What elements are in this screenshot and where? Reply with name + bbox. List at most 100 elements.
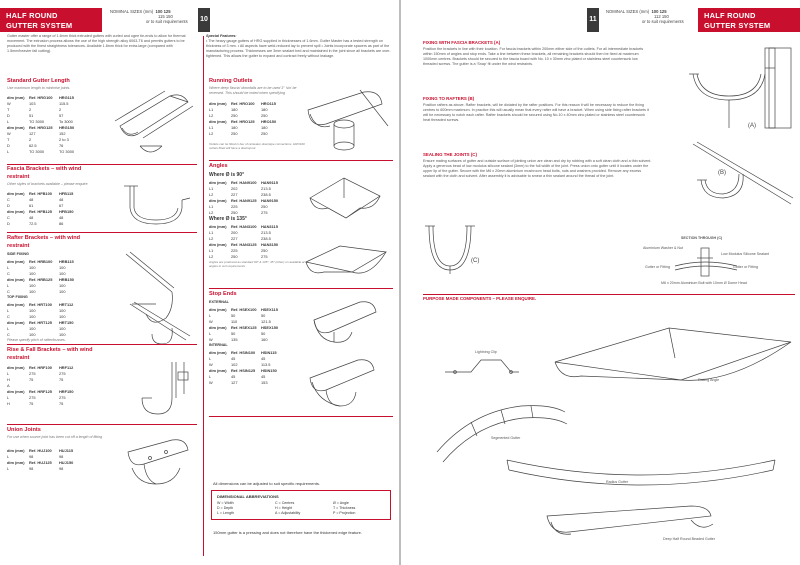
spec-cell: Ref. HRT125: [29, 319, 52, 325]
spec-cell: Ref. HRO100: [231, 100, 255, 106]
outlets-subtitle: Where deep 'fascia' downfalls are to be …: [209, 86, 297, 95]
intro-text: Gutter master offer a range of 1.6mm thi…: [7, 34, 186, 53]
label-a: (A): [748, 123, 756, 129]
spec-cell: H: [7, 376, 10, 382]
rafter-note: Please specify pitch of rafter/trusses.: [7, 338, 66, 342]
spec-cell: 86: [59, 220, 64, 226]
spec-cell: Ref. HRT100: [29, 301, 52, 307]
spec-cell: HRB150: [59, 276, 74, 282]
spec-cell: 45: [231, 373, 236, 379]
spec-cell: dim (mm): [209, 306, 227, 312]
spec-cell: HFB150: [59, 208, 74, 214]
spec-cell: D: [7, 202, 10, 208]
abbreviation-item: C = Centres: [275, 501, 295, 505]
spec-cell: 225: [231, 203, 238, 209]
spec-cell: Ref. HAN3125: [231, 241, 257, 247]
right-page-number: 11: [587, 8, 599, 32]
stop-ends-external: EXTERNAL: [209, 300, 229, 304]
spec-cell: 62.5: [29, 142, 37, 148]
spec-cell: 75: [29, 376, 34, 382]
spec-cell: dim (mm): [209, 223, 227, 229]
spec-cell: Ref. HFB100: [29, 190, 52, 196]
spec-cell: dim (mm): [7, 276, 25, 282]
spec-cell: Ref. HRG100: [29, 94, 53, 100]
spec-cell: L2: [209, 235, 214, 241]
spec-cell: HSEX115: [261, 306, 278, 312]
spec-cell: 57: [59, 112, 64, 118]
spec-cell: 275: [59, 370, 66, 376]
spec-cell: 100: [59, 270, 66, 276]
section-callout-3: Gutter or Fitting: [645, 265, 670, 269]
spec-cell: T: [7, 136, 10, 142]
spec-cell: dim (mm): [7, 208, 25, 214]
section-callout-5: M6 x 20mm Aluminium Bolt with 10mm Ø Dom…: [661, 281, 747, 285]
outlets-title: Running Outlets: [209, 78, 253, 84]
spec-cell: 275: [261, 209, 268, 215]
internal-stop-end-drawing: [300, 352, 394, 414]
spec-cell: 100: [59, 325, 66, 331]
gutter-length-subtitle: Use maximum length to minimise joints.: [7, 86, 71, 90]
right-sizes-row2: 112 150: [654, 14, 669, 19]
spec-cell: 45: [261, 355, 266, 361]
sizes-row2: 115 150: [158, 14, 173, 19]
spec-cell: L2: [209, 253, 214, 259]
spec-cell: D: [7, 112, 10, 118]
spec-cell: W: [209, 361, 213, 367]
spec-cell: HUJ150: [59, 459, 74, 465]
spec-cell: C: [7, 288, 10, 294]
spec-cell: 110: [231, 318, 238, 324]
spec-cell: C: [7, 214, 10, 220]
spec-cell: HRT150: [59, 319, 74, 325]
spec-cell: 275: [261, 253, 268, 259]
abbreviation-item: H = Height: [275, 506, 293, 510]
top-fixing-label: TOP FIXING: [7, 295, 28, 299]
spec-cell: 100: [59, 307, 66, 313]
spec-cell: 76: [59, 142, 64, 148]
union-title: Union Joints: [7, 427, 41, 433]
radius-gutter-label: Radius Gutter: [606, 480, 629, 484]
angles-135-label: Where Ø is 135°: [209, 216, 247, 222]
spec-cell: HFB115: [59, 190, 74, 196]
dimensions-note: All dimensions can be adjusted to suit s…: [213, 481, 320, 486]
section-title: SECTION THROUGH (C): [681, 236, 723, 240]
rafter-fixing-drawing: [663, 140, 795, 210]
right-sizes-row3: or to suit requirements: [642, 19, 684, 24]
spec-cell: L2: [209, 112, 214, 118]
divider-7: [209, 416, 393, 417]
right-page: 11 NOMINAL SIZES (mm) 100 125 112 150 or…: [401, 0, 800, 565]
spec-cell: 250: [261, 247, 268, 253]
gutter-length-title: Standard Gutter Length: [7, 78, 70, 84]
spec-cell: 250: [231, 209, 238, 215]
spec-cell: L1: [209, 203, 214, 209]
right-sizes-row1: 100 125: [651, 9, 667, 14]
spec-cell: 98: [29, 465, 34, 471]
angles-title: Angles: [209, 163, 228, 169]
spec-cell: dim (mm): [7, 447, 25, 453]
spec-cell: 98: [29, 453, 34, 459]
special-features: Special Features: • The heavy gauge gutt…: [206, 34, 394, 59]
spec-cell: 2 to 3: [59, 136, 69, 142]
spec-cell: 153: [261, 379, 268, 385]
